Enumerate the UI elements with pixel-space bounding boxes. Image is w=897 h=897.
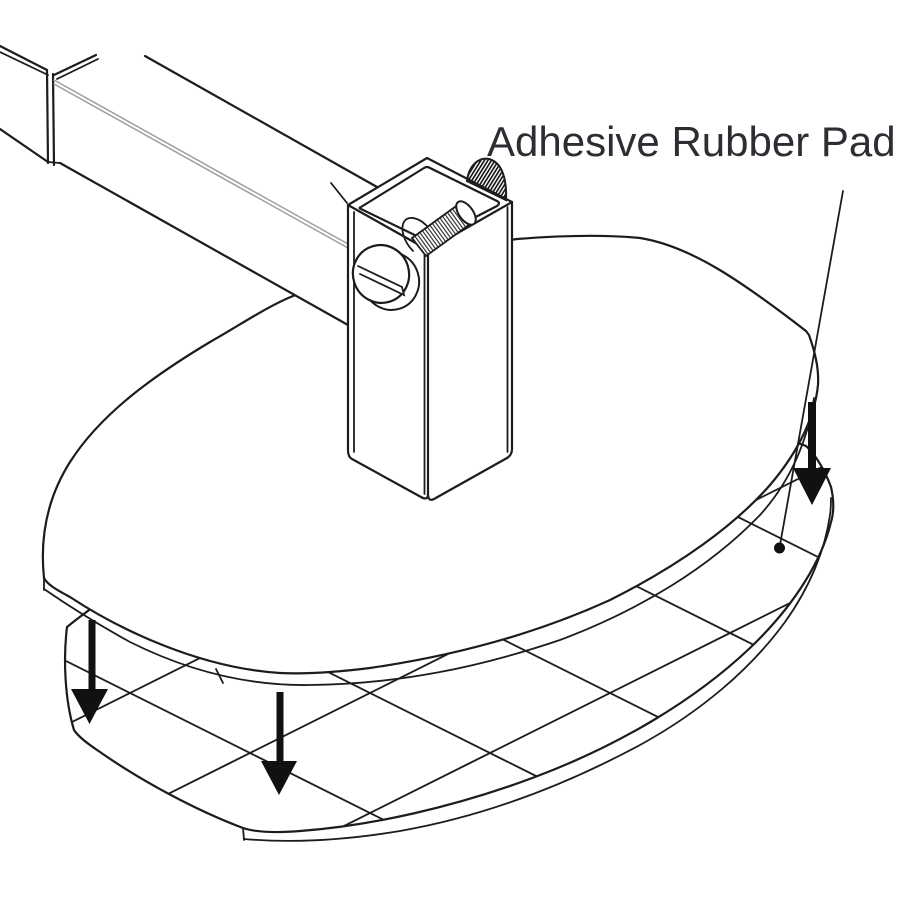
tube-seam-step	[47, 161, 61, 164]
tube-end-edge-2	[56, 58, 99, 80]
down-arrow-icon-right	[793, 402, 831, 505]
tube-top-back-edge	[143, 54, 379, 189]
thread-base-arc	[401, 217, 428, 252]
square-tube	[0, 44, 379, 327]
pad-thickness-rim	[243, 497, 832, 842]
leader-dot	[774, 542, 785, 554]
leader-line	[779, 190, 844, 546]
clamp-block	[346, 156, 514, 501]
screw-slot	[357, 265, 406, 297]
knurled-knob	[465, 157, 508, 202]
assembly-arrows	[71, 402, 831, 795]
tube-bottom-edge	[58, 161, 350, 327]
callout: Adhesive Rubber Pad	[487, 118, 896, 554]
pad-rim-tick	[242, 827, 245, 841]
block-top-face-inner-border	[358, 165, 501, 243]
thumb-screw	[401, 200, 477, 258]
down-arrow-icon-left	[71, 620, 108, 724]
tube-seam-right	[51, 72, 56, 167]
tube-corner-sliver	[330, 182, 348, 204]
pad-edge-sliver	[215, 668, 224, 684]
tube-silhouette	[0, 46, 378, 325]
screw-slot-fill	[358, 266, 404, 295]
rod-end-cap	[455, 200, 477, 226]
tube-stub-bottom-edge	[0, 127, 50, 164]
plate-thickness-rim	[43, 397, 815, 686]
down-arrow-icon-center	[261, 692, 297, 795]
tube-end-edge	[52, 53, 98, 77]
tube-stub-top-edge-2	[0, 51, 49, 76]
block-right-face-fill	[428, 202, 512, 500]
slotted-screw	[351, 243, 421, 311]
tube-stub-top-edge	[0, 44, 49, 72]
part-label: Adhesive Rubber Pad	[487, 118, 896, 165]
tube-seam-left	[45, 68, 50, 165]
tube-top-front-corner-edge	[53, 79, 349, 245]
block-right-face-outline	[426, 200, 514, 501]
tube-top-front-corner-edge-2	[53, 83, 349, 249]
